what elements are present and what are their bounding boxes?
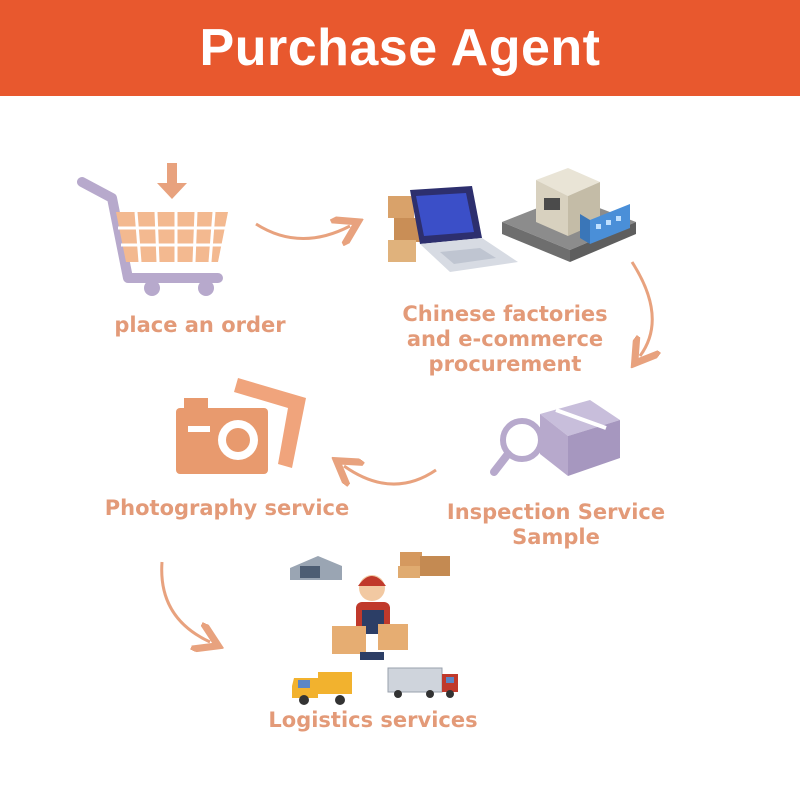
factory-icon (502, 168, 636, 262)
magnifier-box-icon (490, 400, 620, 476)
worker-icon (332, 575, 408, 660)
shopping-cart-icon (77, 163, 228, 296)
logistics-label-text: Logistics services (268, 708, 478, 732)
warehouse-icon (290, 556, 342, 580)
procurement-line-2: and e-commerce (406, 327, 604, 351)
semi-truck-icon (387, 667, 458, 698)
procurement-line-1: Chinese factories (402, 302, 608, 326)
step-label-inspection: Inspection Service Sample (446, 500, 666, 550)
step-label-photography: Photography service (104, 496, 350, 521)
procurement-line-3: procurement (428, 352, 582, 376)
laptop-icon (388, 186, 518, 272)
photography-label-text: Photography service (104, 496, 350, 520)
header-banner: Purchase Agent (0, 0, 800, 96)
step-label-procurement: Chinese factories and e-commerce procure… (398, 302, 612, 377)
step-label-order: place an order (108, 313, 292, 338)
boxes-icon (398, 552, 450, 578)
step-label-logistics: Logistics services (262, 708, 484, 733)
flow-arrow-4 (160, 561, 210, 642)
inspection-line-2: Sample (512, 525, 600, 549)
page-title: Purchase Agent (199, 19, 601, 77)
inspection-line-1: Inspection Service (446, 500, 666, 524)
order-label-text: place an order (114, 313, 286, 337)
flow-arrow-3 (344, 466, 437, 484)
camera-icon (176, 378, 306, 474)
truck-icon (292, 672, 352, 705)
flow-arrow-1 (255, 224, 350, 239)
flow-arrow-2 (632, 261, 652, 356)
